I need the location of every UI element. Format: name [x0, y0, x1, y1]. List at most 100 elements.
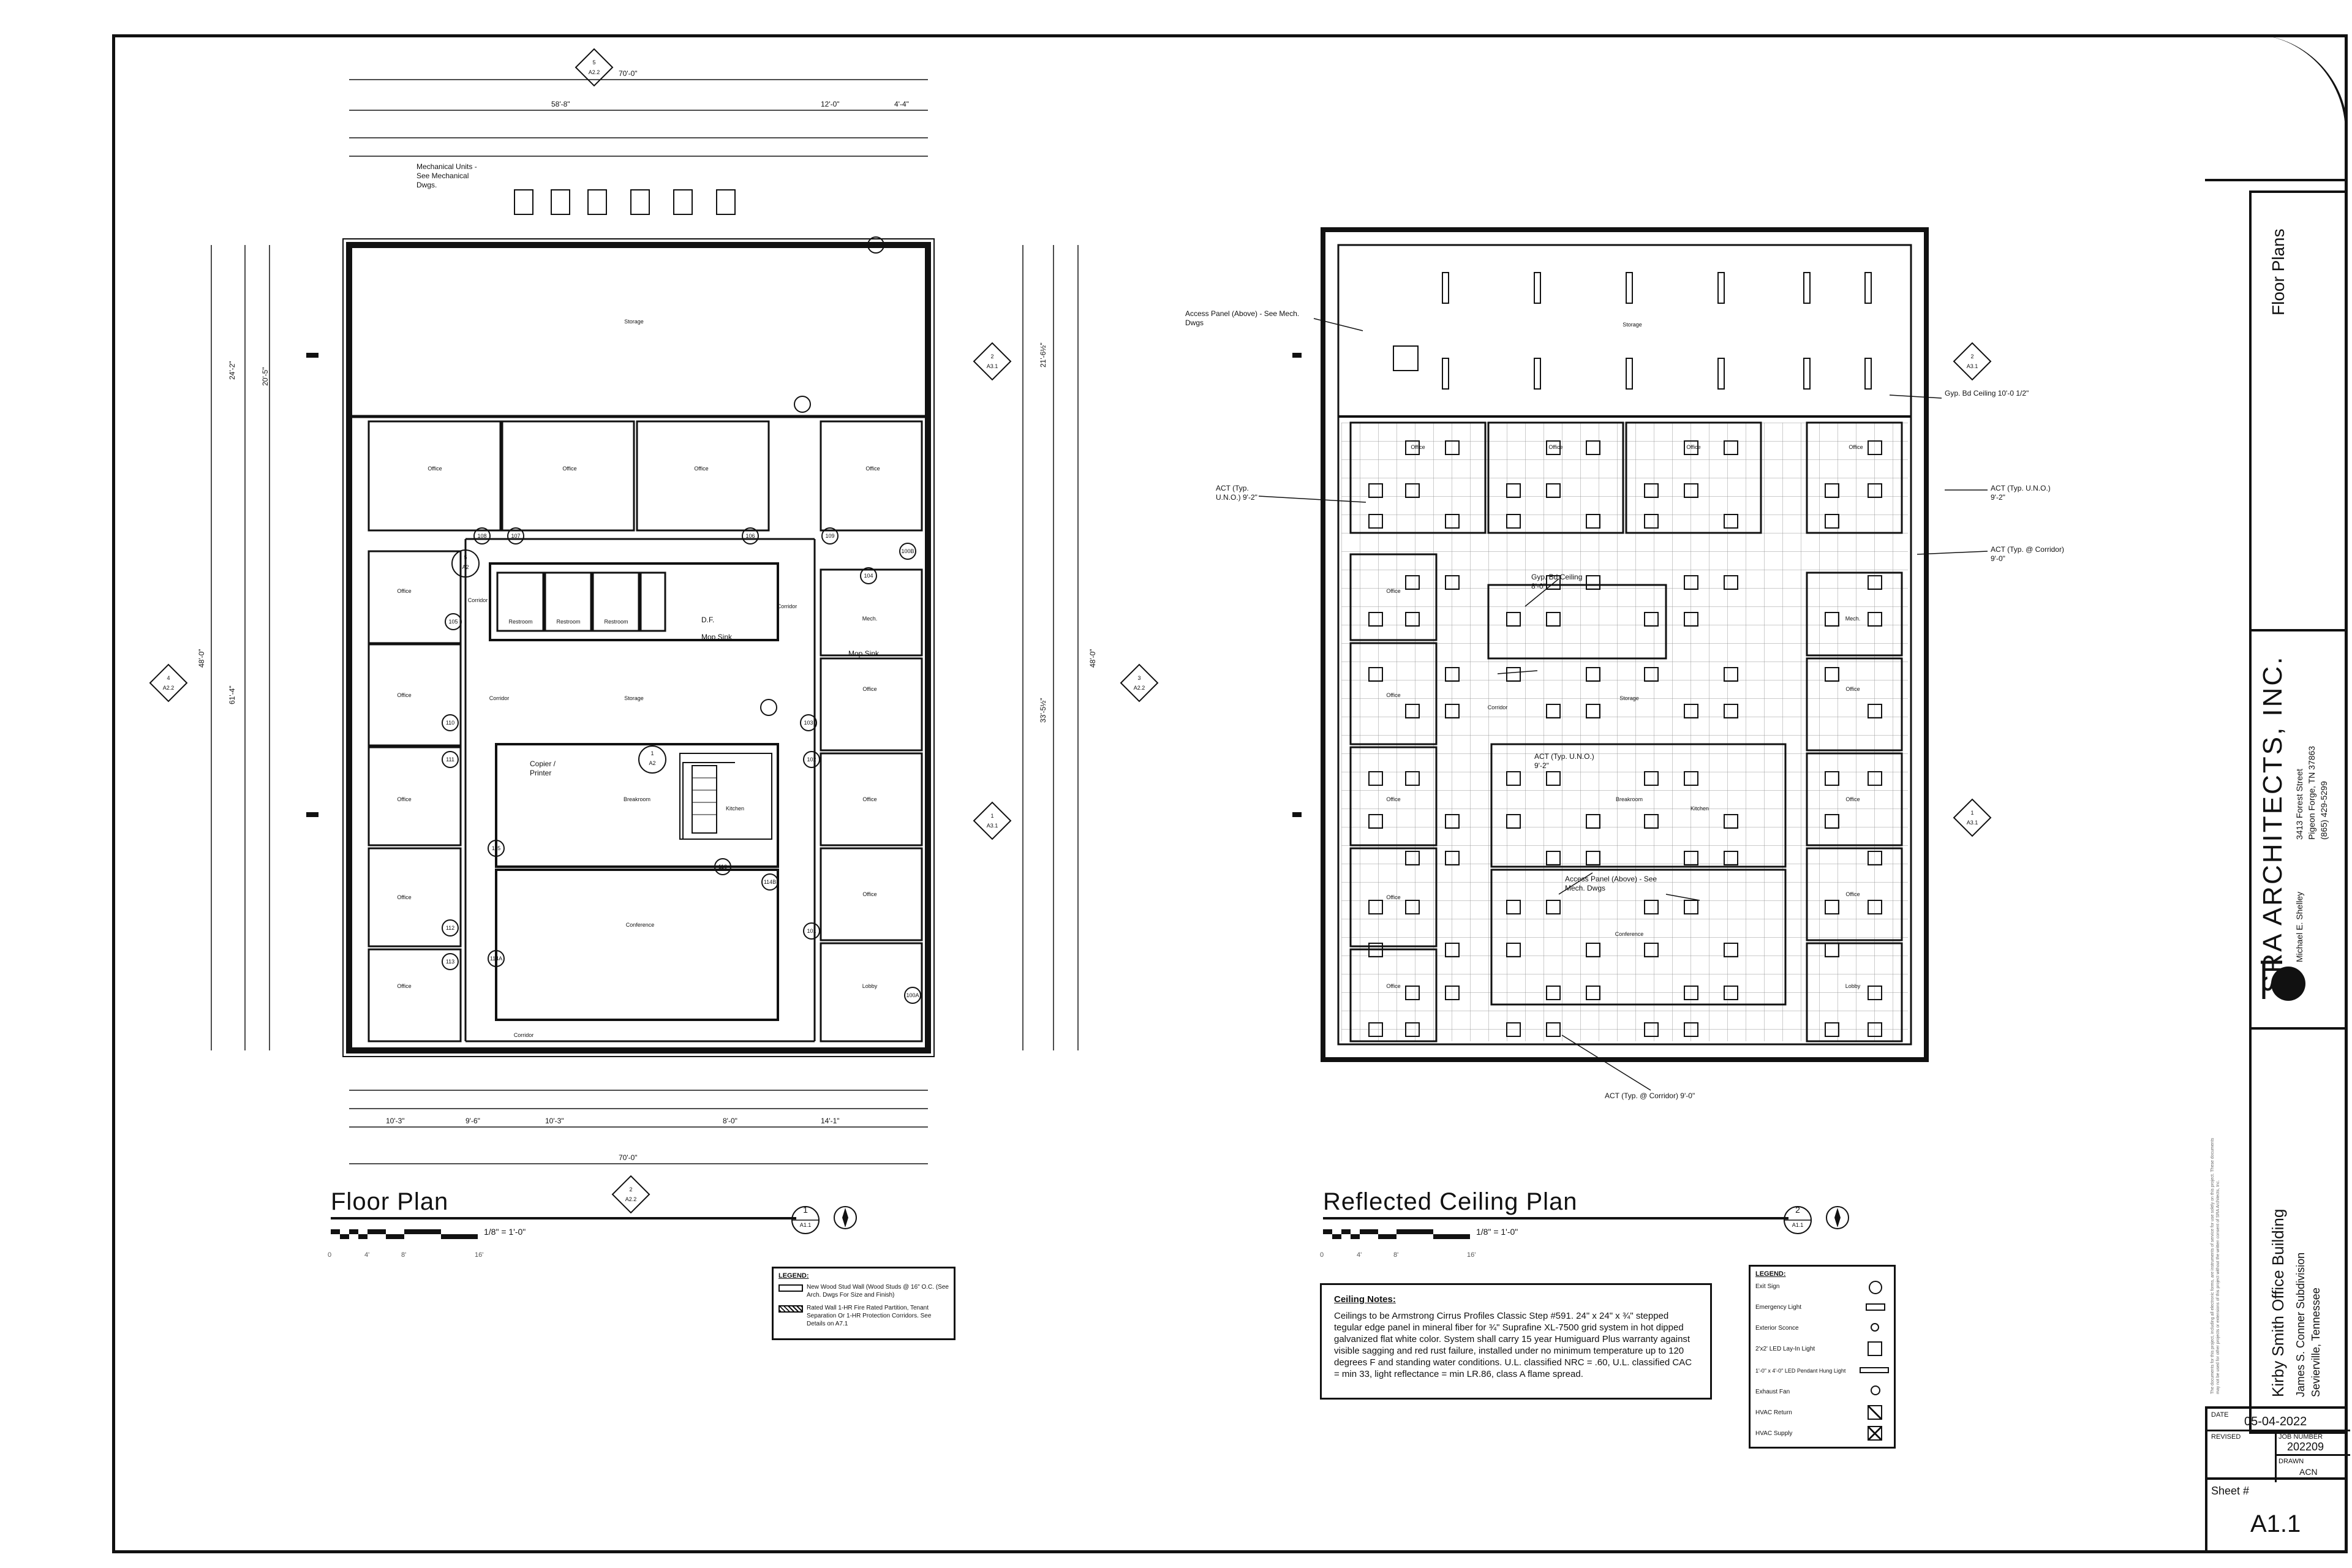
ceiling-light-fixture	[1644, 814, 1659, 829]
firm-box: SRA ARCHITECTS, INC. 3413 Forest Street …	[2249, 631, 2348, 1030]
drawn-value: ACN	[2299, 1467, 2318, 1477]
ceiling-light-fixture	[1445, 943, 1460, 957]
ceiling-light-fixture	[1405, 851, 1420, 865]
sheet-title-box: Floor Plans	[2249, 190, 2348, 631]
ceiling-light-fixture	[1546, 900, 1561, 914]
ceiling-light-fixture	[1825, 612, 1839, 627]
ceiling-light-fixture	[1546, 851, 1561, 865]
door-tag: 102	[807, 756, 816, 763]
exit-sign-icon	[1869, 1281, 1882, 1294]
rcp-room-office: Office	[1386, 588, 1401, 594]
ceiling-light-fixture	[1644, 900, 1659, 914]
ceiling-light-fixture	[1868, 986, 1882, 1000]
firm-phone: (865) 429-5299	[2319, 781, 2329, 840]
project-box: Kirby Smith Office Building James S. Con…	[2249, 1030, 2348, 1434]
ceiling-light-fixture	[1546, 612, 1561, 627]
copier-printer-label: Copier / Printer	[530, 760, 556, 777]
section-marker-num: 1	[990, 813, 994, 819]
exhaust-fan-icon	[1871, 1385, 1880, 1395]
room-office-label: Office	[862, 686, 877, 692]
rcp-room-office: Office	[1845, 796, 1860, 802]
rcp-annotation: ACT (Typ. @ Corridor) 9'-0"	[1991, 545, 2064, 563]
ceiling-light-fixture	[1506, 514, 1521, 529]
ceiling-light-fixture	[1724, 943, 1738, 957]
rcp-room-office: Office	[1386, 894, 1401, 900]
ceiling-light-fixture	[1405, 612, 1420, 627]
door-tag: 109	[825, 533, 835, 539]
bottom-dim: 14'-1"	[821, 1117, 840, 1125]
ceiling-light-fixture	[1724, 814, 1738, 829]
door-tag: 110	[445, 720, 455, 726]
pendant-light-icon	[1860, 1367, 1889, 1373]
hvac-supply-icon	[1868, 1426, 1882, 1441]
floor-plan-marker-sheet: A1.1	[799, 1222, 812, 1228]
ceiling-light-fixture	[1868, 900, 1882, 914]
ceiling-light-fixture	[1506, 771, 1521, 786]
mech-units-note: Mechanical Units - See Mechanical Dwgs.	[417, 162, 477, 189]
project-name: Kirby Smith Office Building	[2269, 1208, 2287, 1397]
ceiling-light-fixture	[1684, 986, 1698, 1000]
floor-plan-marker	[791, 1206, 857, 1234]
door-tag: 100B	[901, 548, 914, 554]
ceiling-light-fixture	[1724, 440, 1738, 455]
ceiling-light-fixture	[1868, 851, 1882, 865]
date-value: 05-04-2022	[2244, 1415, 2307, 1428]
ceiling-light-fixture	[1868, 440, 1882, 455]
door-tag: 114B	[763, 879, 777, 885]
ceiling-light-fixture	[1445, 514, 1460, 529]
legend-items: Exit Sign Emergency Light Exterior Sconc…	[1755, 1278, 1889, 1444]
ceiling-light-fixture	[1445, 667, 1460, 682]
ceiling-light-fixture	[1644, 483, 1659, 498]
door-tag: 107	[511, 533, 521, 539]
rcp-room-kitchen: Kitchen	[1690, 805, 1709, 812]
ceiling-light-fixture	[1868, 575, 1882, 590]
floor-plan-marker-num: 1	[803, 1205, 808, 1215]
bottom-dim: 9'-6"	[466, 1117, 480, 1125]
firm-name: SRA ARCHITECTS, INC.	[2258, 655, 2288, 993]
ceiling-light-fixture	[1644, 943, 1659, 957]
ceiling-light-fixture	[1405, 1022, 1420, 1037]
rcp-annotation: Access Panel (Above) - See Mech. Dwgs	[1565, 875, 1657, 892]
section-marker-num: 5	[592, 59, 596, 66]
ceiling-light-fixture	[1445, 986, 1460, 1000]
legend-exterior-sconce: Exterior Sconce	[1755, 1325, 1799, 1332]
overall-width-dim: 70'-0"	[619, 69, 638, 78]
rcp-annotation: ACT (Typ. U.N.O.) 9'-2"	[1216, 484, 1257, 502]
room-office-label: Office	[397, 796, 412, 802]
room-corridor-label: Corridor	[777, 603, 797, 609]
job-number-value: 202209	[2287, 1441, 2324, 1453]
ceiling-light-fixture	[1586, 704, 1600, 718]
ceiling-light-fixture	[1368, 900, 1383, 914]
bottom-dim: 10'-3"	[386, 1117, 405, 1125]
door-tag: 101	[807, 928, 816, 934]
ceiling-notes-title: Ceiling Notes:	[1334, 1294, 1396, 1305]
rcp-section-num: 1	[1970, 810, 1974, 816]
ceiling-light-fixture	[1445, 704, 1460, 718]
floor-plan-scale: 1/8" = 1'-0"	[484, 1227, 526, 1237]
ceiling-plan-scale: 1/8" = 1'-0"	[1476, 1227, 1518, 1237]
ceiling-light-fixture	[1644, 514, 1659, 529]
ceiling-light-fixture	[1644, 667, 1659, 682]
section-marker-num: 3	[1137, 675, 1141, 681]
ceiling-plan-marker-sheet: A1.1	[1792, 1222, 1804, 1228]
ceiling-light-fixture	[1586, 440, 1600, 455]
ceiling-light-fixture	[1586, 667, 1600, 682]
rcp-room-conference: Conference	[1615, 931, 1644, 937]
copyright-box: The documents for this project, includin…	[2205, 1137, 2249, 1419]
ceiling-light-fixture	[1724, 851, 1738, 865]
room-restroom-label: Restroom	[556, 619, 581, 625]
door-tag: 100A	[906, 992, 919, 998]
room-corridor-label: Corridor	[467, 597, 488, 603]
top-dim: 12'-0"	[821, 100, 840, 108]
rcp-room-storage: Storage	[1619, 695, 1639, 701]
mop-sink-label: Mop Sink	[701, 633, 733, 641]
room-office-label: Office	[397, 588, 412, 594]
ceiling-light-fixture	[1684, 483, 1698, 498]
ceiling-light-fixture	[1546, 1022, 1561, 1037]
room-conference-label: Conference	[625, 922, 655, 928]
drinking-fountain-label: D.F.	[701, 616, 715, 624]
room-storage-label: Storage	[624, 695, 644, 701]
ceiling-light-fixture	[1368, 483, 1383, 498]
ceiling-light-fixture	[1825, 514, 1839, 529]
ceiling-legend: LEGEND: Exit Sign Emergency Light Exteri…	[1749, 1265, 1896, 1449]
